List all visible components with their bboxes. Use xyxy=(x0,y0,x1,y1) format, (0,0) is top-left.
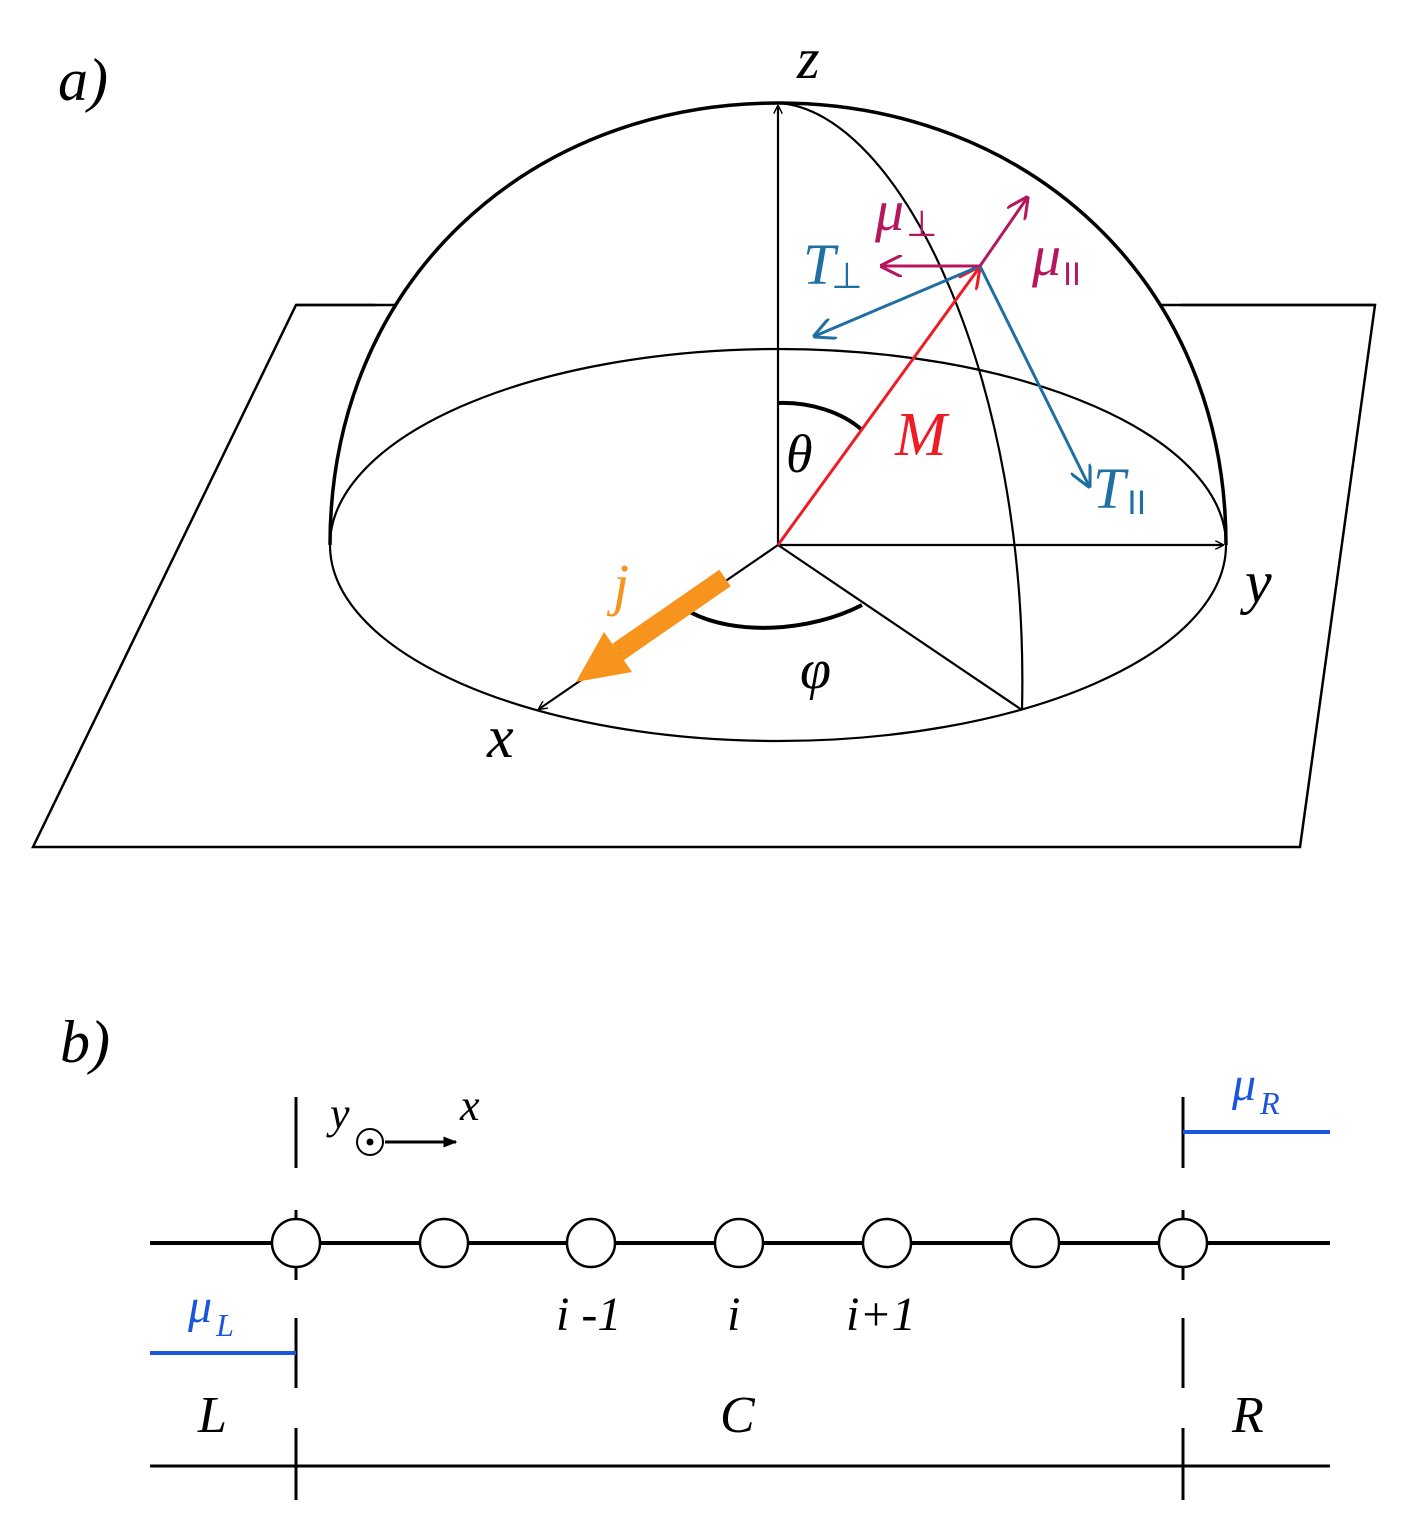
meridian-arc xyxy=(777,101,1024,711)
site xyxy=(270,1217,322,1269)
region-label-c: C xyxy=(720,1387,756,1444)
t-parallel-arrow xyxy=(978,265,1089,486)
out-of-page-dot xyxy=(366,1138,374,1146)
theta-label: θ xyxy=(786,424,813,484)
site xyxy=(1157,1217,1209,1269)
current-arrow xyxy=(576,569,731,682)
t-perp-arrow xyxy=(815,264,981,336)
z-axis-label: z xyxy=(796,26,820,91)
site-label-i-minus-1: i -1 xyxy=(556,1288,621,1341)
site xyxy=(1009,1217,1061,1269)
region-label-l: L xyxy=(197,1387,227,1444)
site xyxy=(418,1217,470,1269)
current-label: j xyxy=(606,552,629,617)
panel-a: a) z y x θ φ j xyxy=(31,26,1377,849)
theta-arc xyxy=(777,400,864,432)
mu-parallel-arrow xyxy=(978,198,1027,267)
magnetization-label: M xyxy=(894,401,950,469)
mu-perp-label: μ⊥ xyxy=(874,178,937,244)
lattice-sites xyxy=(270,1217,1209,1269)
site xyxy=(713,1217,765,1269)
site-label-i: i xyxy=(727,1288,740,1341)
panel-a-label: a) xyxy=(58,47,108,113)
mu-parallel-label: μII xyxy=(1031,223,1081,292)
t-perp-label: T⊥ xyxy=(803,232,863,297)
phi-label: φ xyxy=(800,639,831,701)
magnetization-arrow xyxy=(776,268,979,546)
site-label-i-plus-1: i+1 xyxy=(846,1288,916,1341)
panel-b: b) y x xyxy=(60,1009,1330,1500)
m-projection xyxy=(777,544,1023,711)
x-axis-label: x xyxy=(486,704,514,770)
t-parallel-label: TII xyxy=(1093,456,1146,522)
panel-b-label: b) xyxy=(60,1009,110,1075)
coord-x-label: x xyxy=(459,1081,480,1130)
site xyxy=(861,1217,913,1269)
coord-y-label: y xyxy=(326,1089,350,1138)
out-of-page-icon xyxy=(356,1128,384,1156)
phi-arc xyxy=(689,603,863,630)
site xyxy=(565,1217,617,1269)
y-axis-label: y xyxy=(1239,549,1272,615)
region-label-r: R xyxy=(1231,1387,1264,1444)
